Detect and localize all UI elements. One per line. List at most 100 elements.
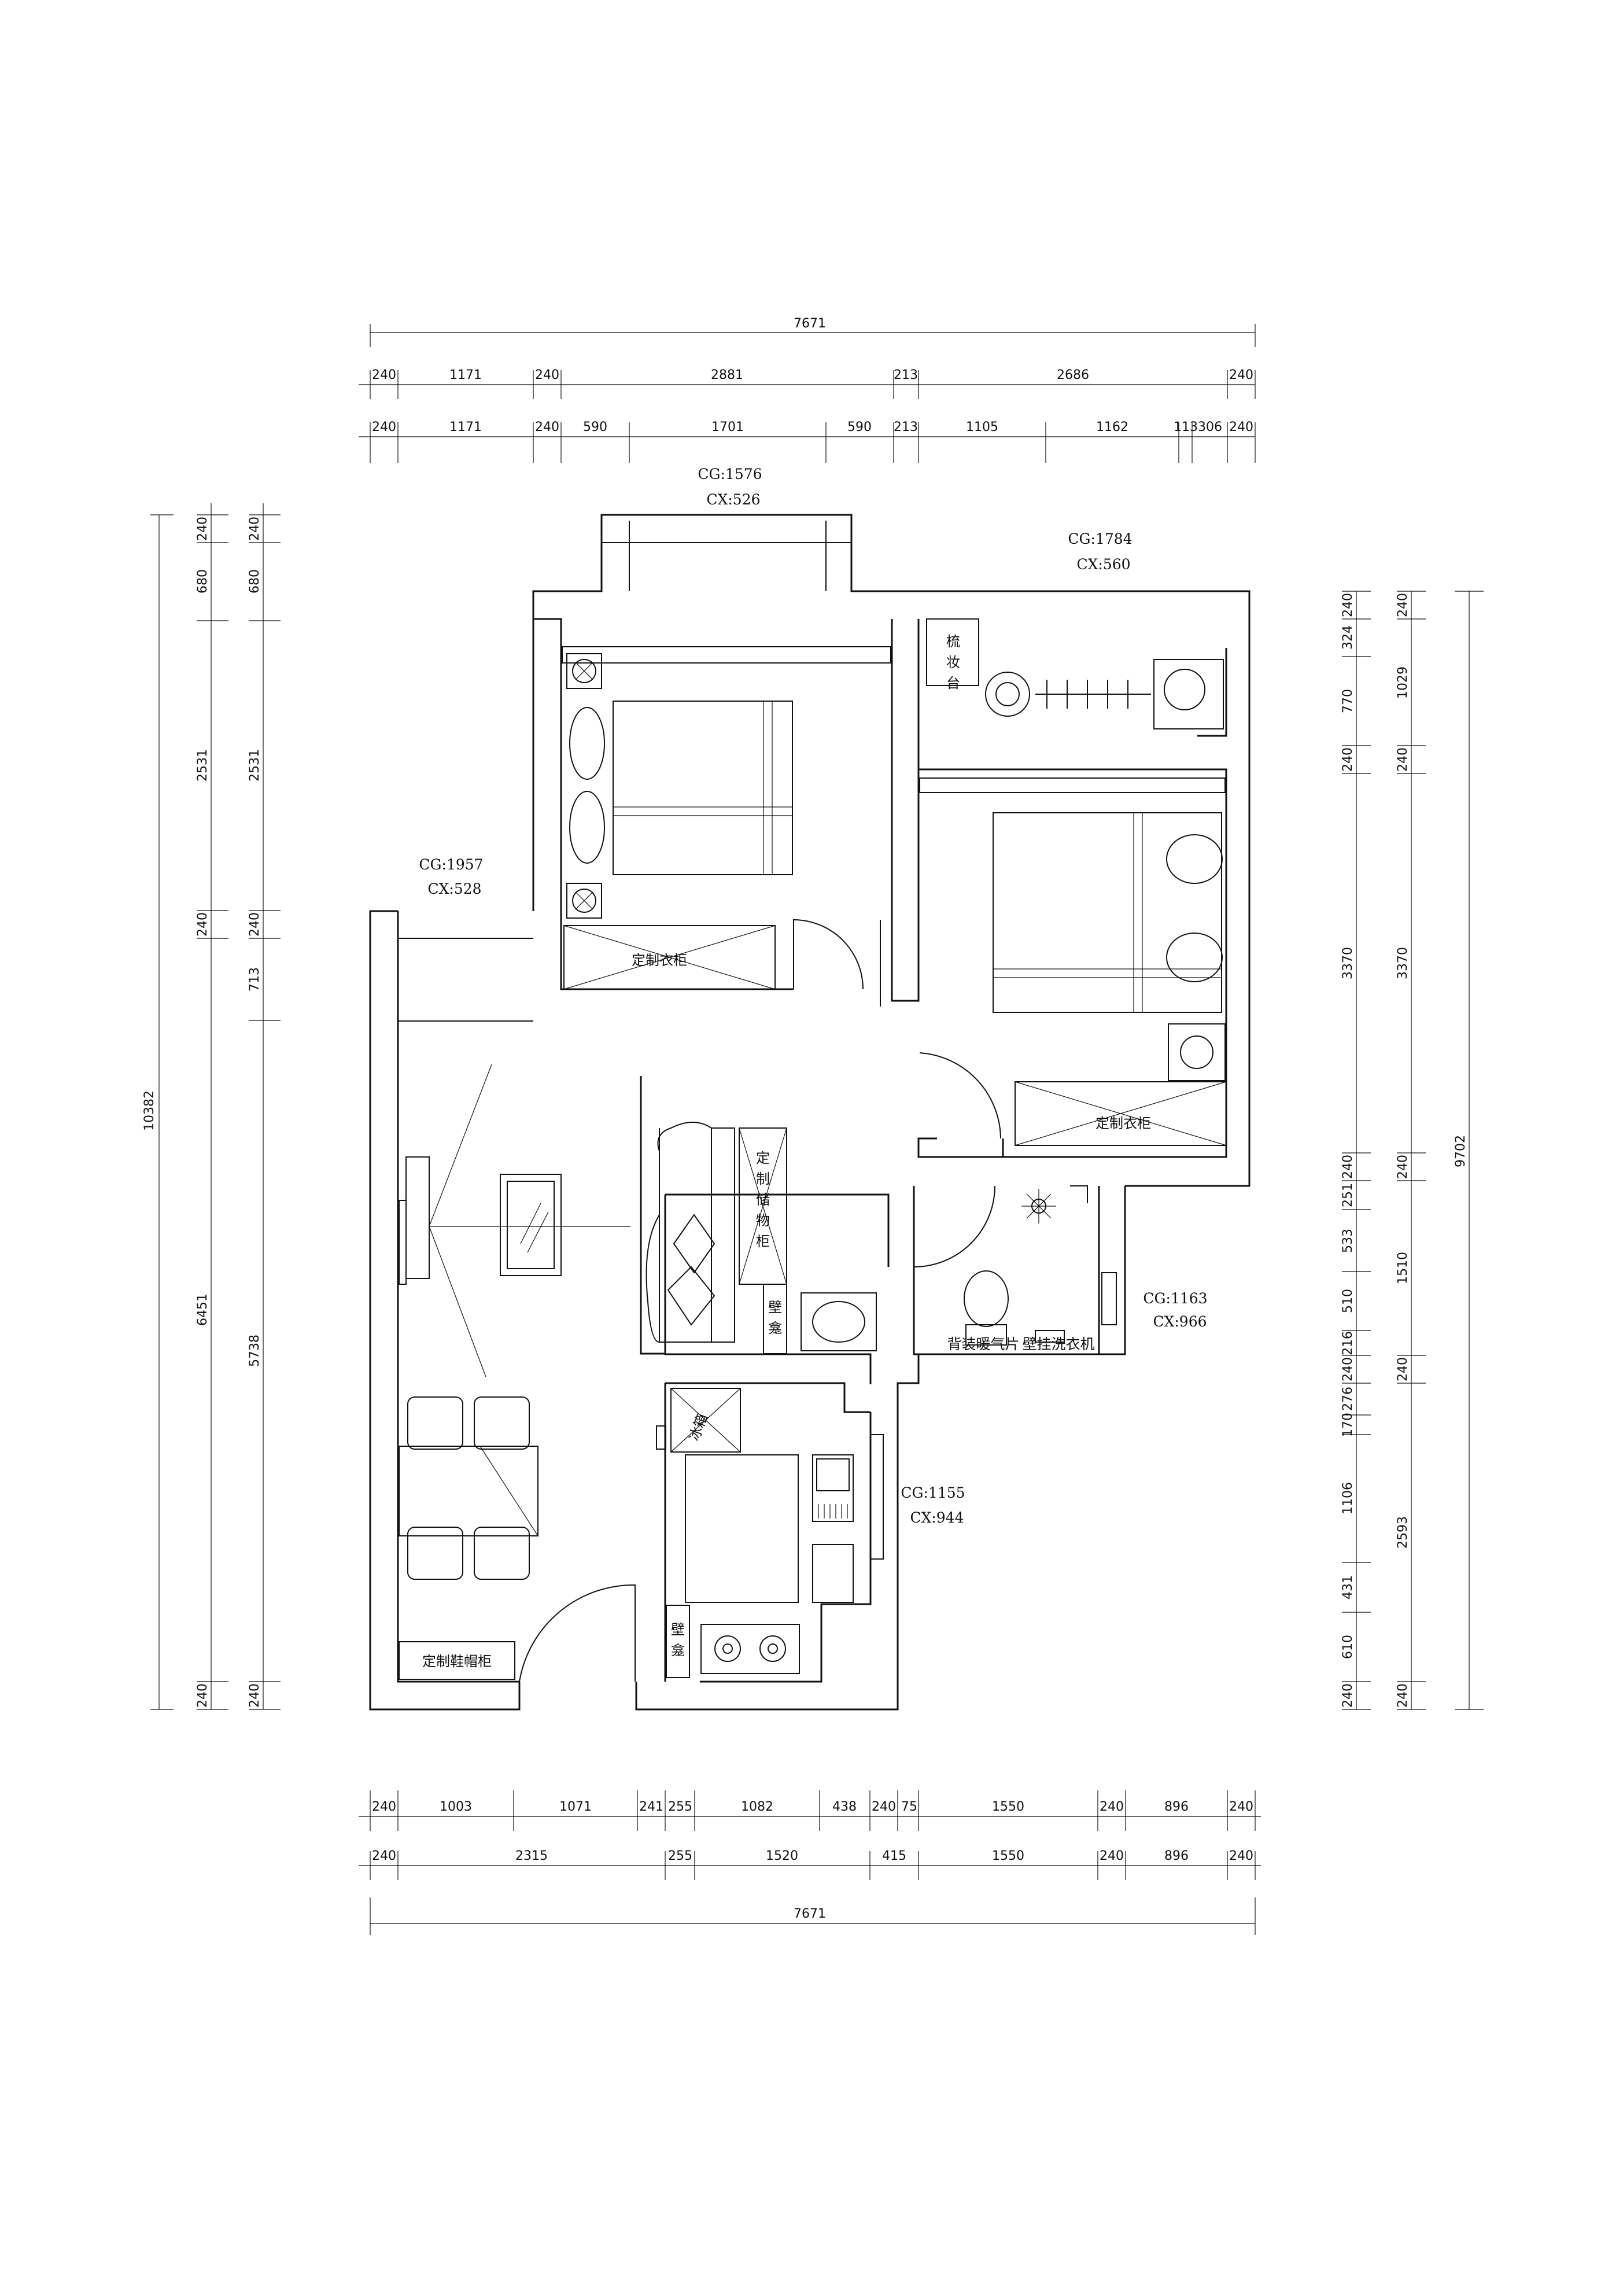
bottom-row2-dim: 255 bbox=[668, 1849, 692, 1863]
radiator-label: 背装暖气片 bbox=[947, 1336, 1019, 1352]
right-col2-dim: 240 bbox=[1396, 747, 1410, 772]
left-col1-dim: 680 bbox=[196, 569, 210, 594]
bottom-row1-dim: 240 bbox=[1229, 1800, 1253, 1814]
top-row2-dim: 1171 bbox=[449, 420, 482, 434]
left-col1-dim: 2531 bbox=[196, 749, 210, 782]
window-annotations: CG:1576 CX:526 CG:1784 CX:560 CG:1957 CX… bbox=[419, 466, 1207, 1526]
top-dimensions: 7671 240 1171 240 2881 213 2686 240 240 … bbox=[359, 316, 1256, 463]
niche-label: 壁 bbox=[671, 1621, 685, 1638]
top-row2-dim: 1105 bbox=[966, 420, 998, 434]
tv-stand bbox=[399, 1200, 407, 1285]
bathroom-fixtures: 背装暖气片 壁挂洗衣机 bbox=[947, 1185, 1117, 1352]
wardrobe bbox=[1015, 1081, 1227, 1146]
right-col2-dim: 240 bbox=[1396, 1357, 1410, 1381]
top-row1-dim: 2881 bbox=[711, 368, 743, 382]
right-col1-dim: 276 bbox=[1341, 1387, 1355, 1411]
dining-table bbox=[399, 1446, 538, 1536]
fridge-label: 冰箱 bbox=[686, 1411, 711, 1443]
storage-label: 储 bbox=[756, 1192, 770, 1208]
chair bbox=[407, 1396, 463, 1450]
bottom-row2-dim: 415 bbox=[882, 1849, 906, 1863]
bottom-row1-dim: 896 bbox=[1164, 1800, 1189, 1814]
sink bbox=[812, 1454, 854, 1522]
right-total-dim: 9702 bbox=[1454, 1135, 1468, 1167]
window-height-label: CG:1576 bbox=[698, 466, 762, 482]
left-col2-dim: 680 bbox=[248, 569, 262, 594]
cushion bbox=[667, 1266, 715, 1326]
left-dimensions: 10382 240 680 2531 240 6451 240 240 680 … bbox=[142, 503, 281, 1710]
niche-label: 龛 bbox=[671, 1642, 685, 1659]
top-row1-dim: 240 bbox=[372, 368, 396, 382]
bottom-row2-dim: 240 bbox=[1100, 1849, 1124, 1863]
left-col2-dim: 713 bbox=[248, 967, 262, 992]
right-col1-dim: 431 bbox=[1341, 1575, 1355, 1600]
top-row2-dim: 240 bbox=[372, 420, 396, 434]
chair bbox=[474, 1396, 530, 1450]
bottom-row1-dim: 1071 bbox=[559, 1800, 592, 1814]
top-row1-dim: 240 bbox=[1229, 368, 1253, 382]
shoe-cabinet bbox=[399, 1641, 515, 1680]
bottom-row2-dim: 1520 bbox=[766, 1849, 798, 1863]
wardrobe bbox=[563, 925, 776, 990]
top-total-dim: 7671 bbox=[794, 316, 826, 331]
dresser-label: 梳 bbox=[946, 633, 960, 650]
shoe-cabinet-label: 定制鞋帽柜 bbox=[422, 1653, 492, 1670]
right-col1-dim: 240 bbox=[1341, 1357, 1355, 1381]
top-row2-dim: 113 bbox=[1174, 420, 1198, 434]
right-col2-dim: 240 bbox=[1396, 1155, 1410, 1179]
right-col1-dim: 510 bbox=[1341, 1289, 1355, 1313]
bottom-row1-dim: 240 bbox=[872, 1800, 896, 1814]
right-col1-dim: 770 bbox=[1341, 689, 1355, 713]
right-dimensions: 240 324 770 240 3370 240 251 533 510 216… bbox=[1341, 591, 1484, 1710]
bottom-row1-dim: 1082 bbox=[741, 1800, 773, 1814]
right-col1-dim: 240 bbox=[1341, 1155, 1355, 1179]
right-col2-dim: 2593 bbox=[1396, 1516, 1410, 1549]
window-width-label: CX:560 bbox=[1076, 556, 1130, 573]
top-row2-dim: 240 bbox=[535, 420, 559, 434]
lamp-icon bbox=[572, 889, 596, 913]
window-width-label: CX:528 bbox=[427, 880, 481, 897]
left-col2-dim: 240 bbox=[248, 912, 262, 937]
bottom-row1-dim: 255 bbox=[668, 1800, 692, 1814]
bottom-row2-dim: 896 bbox=[1164, 1849, 1189, 1863]
right-col1-dim: 216 bbox=[1341, 1331, 1355, 1355]
right-col1-dim: 240 bbox=[1341, 1683, 1355, 1708]
bottom-total-dim: 7671 bbox=[794, 1907, 826, 1921]
right-col2-dim: 1510 bbox=[1396, 1252, 1410, 1284]
toilet-icon bbox=[964, 1270, 1009, 1346]
left-col2-dim: 240 bbox=[248, 517, 262, 541]
bottom-row1-dim: 240 bbox=[372, 1800, 396, 1814]
top-row2-dim: 306 bbox=[1198, 420, 1222, 434]
wall-niche bbox=[763, 1284, 787, 1354]
washer-dryer bbox=[1153, 659, 1224, 729]
nightstand bbox=[566, 653, 602, 689]
left-total-dim: 10382 bbox=[142, 1090, 157, 1131]
coffee-table bbox=[500, 1174, 562, 1276]
right-col1-dim: 170 bbox=[1341, 1413, 1355, 1437]
top-row2-dim: 1701 bbox=[711, 420, 744, 434]
bed bbox=[613, 701, 793, 875]
right-col1-dim: 324 bbox=[1341, 625, 1355, 650]
right-col2-dim: 240 bbox=[1396, 1683, 1410, 1708]
pillow bbox=[1166, 834, 1223, 884]
kitchen-fixtures: 冰箱 壁 龛 bbox=[656, 1388, 884, 1678]
right-col2-dim: 240 bbox=[1396, 593, 1410, 617]
left-col2-dim: 240 bbox=[248, 1683, 262, 1708]
window-width-label: CX:526 bbox=[706, 491, 760, 508]
top-row2-dim: 213 bbox=[894, 420, 918, 434]
bottom-row1-dim: 438 bbox=[832, 1800, 857, 1814]
bottom-row1-dim: 241 bbox=[639, 1800, 663, 1814]
tv bbox=[405, 1156, 430, 1279]
pillow bbox=[1166, 933, 1223, 982]
wardrobe-label: 定制衣柜 bbox=[1095, 1115, 1151, 1132]
window-height-label: CG:1155 bbox=[901, 1484, 965, 1501]
shower-icon bbox=[1021, 1189, 1056, 1223]
clothes-rail bbox=[1035, 680, 1151, 709]
window-height-label: CG:1784 bbox=[1068, 530, 1132, 547]
washer-label: 壁挂洗衣机 bbox=[1022, 1336, 1094, 1352]
wall-niche bbox=[666, 1605, 690, 1678]
right-col1-dim: 240 bbox=[1341, 747, 1355, 772]
radiator bbox=[1035, 1330, 1065, 1343]
window-height-label: CG:1163 bbox=[1143, 1290, 1207, 1307]
bed bbox=[993, 812, 1222, 1013]
